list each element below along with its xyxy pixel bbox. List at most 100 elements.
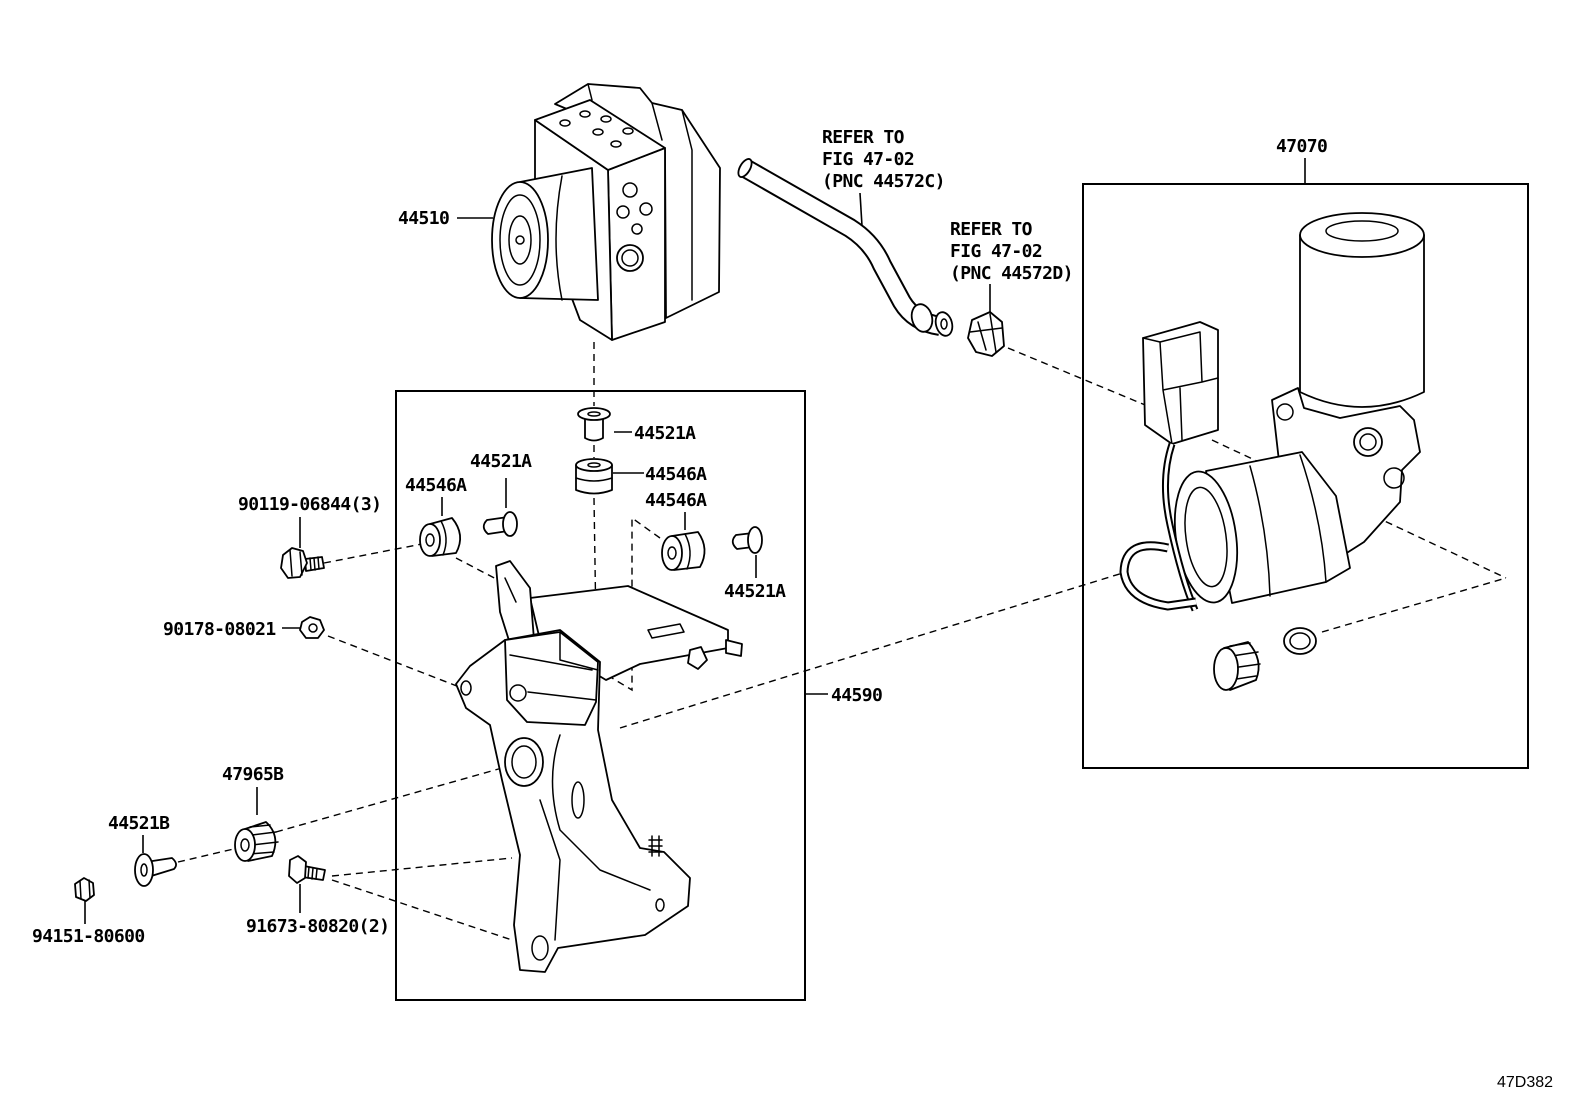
grommet-right-bore <box>667 546 677 560</box>
brake-tube-nipple <box>934 311 954 337</box>
bracket-assembly-box <box>395 390 806 1001</box>
bracket-tab-hole <box>460 680 472 696</box>
bracket-lower-stud <box>648 835 663 857</box>
bracket <box>455 560 743 973</box>
collar-center-callout: 44521A <box>634 423 696 444</box>
abs-motor-hub <box>508 215 532 265</box>
bolt-lower-callout: 91673-80820(2) <box>246 916 389 937</box>
compressor-outlet <box>1353 427 1383 457</box>
abs-actuator-callout: 44510 <box>398 208 449 229</box>
abs-motor-end <box>491 181 549 299</box>
grommet-right-groove <box>684 533 691 570</box>
brake-tube-end <box>737 158 753 178</box>
clamp-to-compressor-line <box>1007 347 1163 413</box>
compressor-motor-ring <box>1184 486 1228 588</box>
compressor-cushion-ribs <box>1229 642 1261 681</box>
bolt-upper-thread <box>309 556 320 571</box>
nut-upper-callout: 90178-08021 <box>163 619 276 640</box>
compressor-outlet-bore <box>1359 433 1377 451</box>
tube-reference-line-2: FIG 47-02 <box>822 149 914 170</box>
tube-reference-leader <box>859 192 863 227</box>
grommet-center-bore <box>587 462 601 468</box>
collar-lower-callout: 44521B <box>108 813 170 834</box>
hose-clamp <box>967 311 1005 357</box>
bracket-to-compressor-line <box>619 571 1127 729</box>
nut-lower-callout: 94151-80600 <box>32 926 145 947</box>
cushion-face <box>234 828 256 862</box>
abs-port <box>610 140 622 148</box>
abs-actuator <box>491 83 721 341</box>
compressor-connector <box>1142 321 1219 445</box>
compressor-hose <box>1121 543 1197 609</box>
compressor-head-boss <box>1383 467 1405 489</box>
collar-center-shaft <box>584 415 604 442</box>
compressor-cushion <box>1213 641 1261 691</box>
nut-upper-body <box>299 616 325 639</box>
bracket-arm <box>455 629 691 973</box>
grommet-left-groove <box>440 520 447 556</box>
abs-port <box>559 119 571 127</box>
grommet-left-callout: 44546A <box>405 475 467 496</box>
grommet-left-bore <box>425 533 435 547</box>
bracket-arm-edges <box>539 734 651 941</box>
abs-port <box>600 115 612 123</box>
bracket-stud <box>725 639 743 657</box>
dryer-cylinder <box>1299 234 1425 408</box>
abs-motor-shaft <box>515 235 525 245</box>
brake-tube-fitting <box>910 303 934 333</box>
grommet-right-callout: 44546A <box>645 490 707 511</box>
bolt-upper-head <box>280 547 308 579</box>
leader-lines <box>84 158 1306 924</box>
lower-collar-line <box>177 847 239 863</box>
compressor-head-port <box>1276 403 1294 421</box>
abs-port <box>622 127 634 135</box>
grommet-center-top <box>575 458 613 472</box>
cushion-bore <box>240 838 250 852</box>
grommet-center-callout: 44546A <box>645 464 707 485</box>
collar-right-head <box>747 526 763 554</box>
bolt-upper-head-flats <box>289 549 303 577</box>
collar-lower <box>134 853 177 887</box>
abs-port <box>616 205 630 219</box>
abs-port <box>631 223 643 235</box>
collar-right-callout: 44521A <box>724 581 786 602</box>
abs-motor-ring <box>499 194 541 286</box>
abs-port <box>579 110 591 118</box>
bracket-nut <box>687 646 708 670</box>
bracket-block-ribs <box>509 631 599 701</box>
compressor-connector-detail <box>1142 331 1219 445</box>
o-ring <box>1283 627 1317 655</box>
collar-right <box>731 526 763 554</box>
clamp-reference-line-1: REFER TO <box>950 219 1033 240</box>
cushion <box>234 821 279 862</box>
collar-left-shaft <box>482 516 509 535</box>
bracket-plate-slot <box>647 623 685 639</box>
o-ring-outer <box>1283 627 1317 655</box>
compressor-cushion-face <box>1213 647 1239 691</box>
dryer-cap <box>1325 220 1399 242</box>
bracket-block-hole <box>509 684 527 702</box>
compressor-assembly <box>1119 212 1425 612</box>
abs-side-ports <box>616 182 653 272</box>
bracket-callout: 44590 <box>831 685 882 706</box>
nut-upper-bore <box>308 623 318 633</box>
left-grommet-line <box>455 557 503 583</box>
upper-bolt-line <box>323 543 423 564</box>
abs-outlet-bore <box>621 249 639 267</box>
bracket-mount-hole-inner <box>511 745 537 779</box>
dryer-top <box>1299 212 1425 258</box>
grommet-center <box>575 458 613 495</box>
collar-left <box>482 511 518 537</box>
collar-left-head <box>502 511 518 537</box>
abs-block-right-face <box>607 147 666 341</box>
lower-bolt-line-lower <box>331 879 513 941</box>
cushion-ribs <box>249 824 279 855</box>
abs-port <box>592 128 604 136</box>
compressor-motor-bands <box>1249 454 1327 597</box>
grommet-left-face <box>419 523 441 557</box>
compressor-wire <box>1164 443 1197 611</box>
lower-bolt-line-upper <box>331 857 513 877</box>
collar-lower-head <box>134 853 154 887</box>
grommet-center-body <box>575 464 613 495</box>
